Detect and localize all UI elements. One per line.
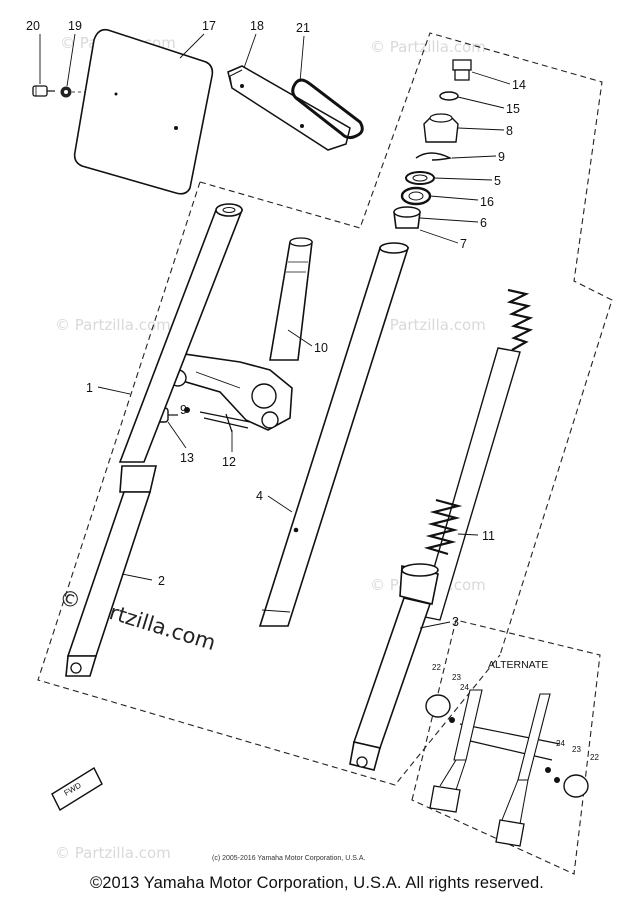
steering-stem-part-10 xyxy=(158,237,313,431)
part-label-16: 16 xyxy=(480,195,494,209)
part-label-20: 20 xyxy=(26,19,40,33)
bracket-part-18 xyxy=(227,65,351,151)
part-label-13: 13 xyxy=(180,451,194,465)
outer-tube-part-3 xyxy=(349,563,439,771)
part-label-18: 18 xyxy=(250,19,264,33)
part-label-9-lower: 9 xyxy=(180,403,187,417)
lower-tube-part-2 xyxy=(65,465,158,677)
pinch-bolt-part-12 xyxy=(184,407,251,433)
lower-fork-group-outline xyxy=(37,181,501,786)
alt-label-23-left: 23 xyxy=(452,673,461,682)
fwd-arrow-mark: FWD xyxy=(51,767,103,818)
inner-tube-part-4 xyxy=(258,242,410,627)
watermark: © Partzilla.com xyxy=(370,38,486,56)
cap-part-8 xyxy=(423,113,459,143)
circlip-part-9 xyxy=(415,152,453,161)
bolt-part-20 xyxy=(32,85,55,97)
outer-tube-part-1 xyxy=(118,203,244,463)
part-label-19: 19 xyxy=(68,19,82,33)
spring-part-11 xyxy=(419,288,534,621)
part-label-5: 5 xyxy=(494,174,501,188)
part-number-labels: 20 19 17 18 21 14 15 8 9 5 16 6 7 10 1 9… xyxy=(26,19,526,629)
part-label-15: 15 xyxy=(506,102,520,116)
watermark: © Partzilla.com xyxy=(55,316,171,334)
steering-group-outline xyxy=(199,32,613,656)
washer-part-15 xyxy=(439,91,459,101)
alt-label-23-right: 23 xyxy=(572,745,581,754)
number-plate-part-17 xyxy=(73,28,214,195)
watermark: © Partzilla.com xyxy=(370,316,486,334)
part-label-12: 12 xyxy=(222,455,236,469)
copyright-footer: ©2013 Yamaha Motor Corporation, U.S.A. A… xyxy=(90,874,544,892)
steering-stem-bolt-part-14 xyxy=(452,59,472,81)
part-label-6: 6 xyxy=(480,216,487,230)
part-label-2: 2 xyxy=(158,574,165,588)
group-outlines xyxy=(37,32,613,875)
part-label-11: 11 xyxy=(482,529,495,543)
small-copyright-note: (c) 2005-2016 Yamaha Motor Corporation, … xyxy=(212,855,365,862)
alt-label-24-left: 24 xyxy=(460,683,469,692)
part-label-3: 3 xyxy=(452,615,459,629)
bearing-part-16 xyxy=(400,186,432,206)
alternate-assembly xyxy=(425,689,589,847)
part-label-17: 17 xyxy=(202,19,216,33)
part-label-1: 1 xyxy=(86,381,93,395)
leader-lines xyxy=(39,33,511,629)
ring-part-5 xyxy=(405,171,435,185)
alt-label-24-right: 24 xyxy=(556,739,565,748)
alternate-outline xyxy=(411,619,601,875)
race-part-6 xyxy=(393,206,421,229)
alternate-labels: ALTERNATE 22 23 24 24 23 22 xyxy=(432,659,599,762)
part-label-10: 10 xyxy=(314,341,328,355)
alt-label-22-left: 22 xyxy=(432,663,441,672)
alternate-title: ALTERNATE xyxy=(488,659,548,671)
part-label-9: 9 xyxy=(498,150,505,164)
alt-label-22-right: 22 xyxy=(590,753,599,762)
part-label-8: 8 xyxy=(506,124,513,138)
part-label-21: 21 xyxy=(296,21,310,35)
band-part-21 xyxy=(291,78,364,140)
part-label-4: 4 xyxy=(256,489,263,503)
part-label-14: 14 xyxy=(512,78,526,92)
watermark: © Partzilla.com xyxy=(55,844,171,862)
part-label-7: 7 xyxy=(460,237,467,251)
